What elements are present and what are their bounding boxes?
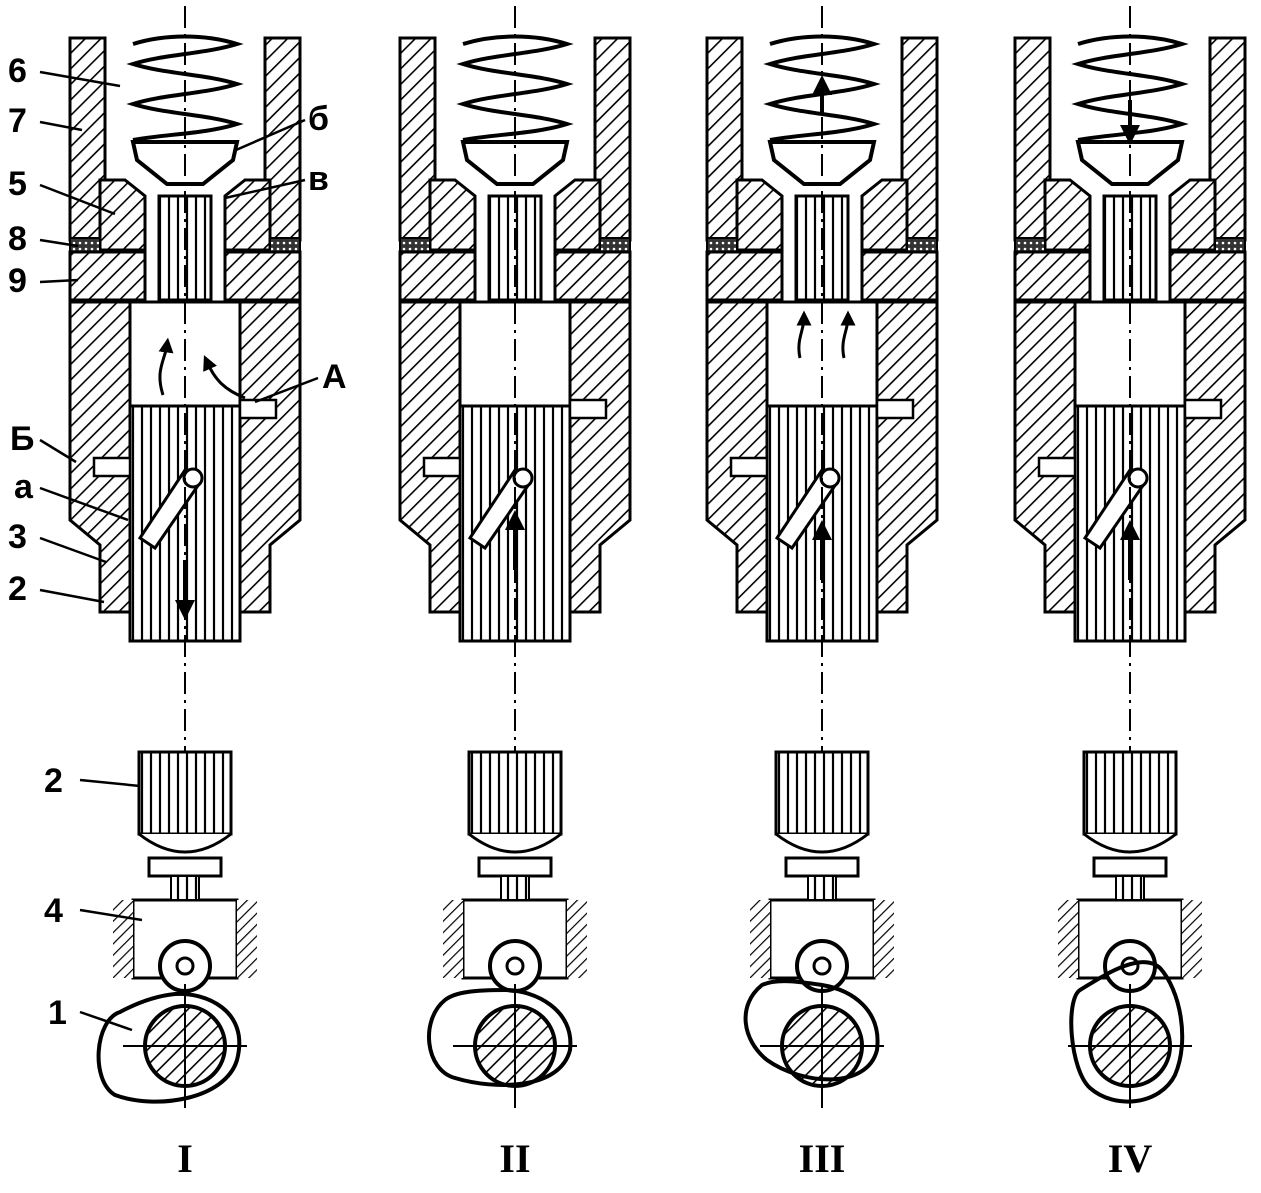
stage-label-1: I xyxy=(177,1136,193,1181)
label-barrel-3: 3 xyxy=(8,518,27,556)
label-port-B: Б xyxy=(10,420,34,458)
label-port-A: А xyxy=(322,358,347,396)
stage-label-2: II xyxy=(499,1136,530,1181)
section-stage-1 xyxy=(68,4,302,1110)
label-spring-6: 6 xyxy=(8,52,27,90)
label-stem-v: в xyxy=(308,160,329,198)
label-gasket-8: 8 xyxy=(8,220,27,258)
label-valve-b: б xyxy=(308,100,329,138)
label-holder-5: 5 xyxy=(8,165,27,203)
stage-label-3: III xyxy=(799,1136,846,1181)
leader-lines xyxy=(39,70,319,1032)
section-stage-3 xyxy=(705,4,939,1110)
label-cam-1: 1 xyxy=(48,994,67,1032)
label-seat-9: 9 xyxy=(8,262,27,300)
stage-label-4: IV xyxy=(1108,1136,1153,1181)
label-plunger-2: 2 xyxy=(8,570,27,608)
section-stage-4 xyxy=(1013,4,1247,1110)
section-stage-2 xyxy=(398,4,632,1110)
label-cup-7: 7 xyxy=(8,102,27,140)
label-edge-a: а xyxy=(14,468,34,506)
label-plunger-2-lower: 2 xyxy=(44,762,63,800)
label-tappet-4: 4 xyxy=(44,892,63,930)
